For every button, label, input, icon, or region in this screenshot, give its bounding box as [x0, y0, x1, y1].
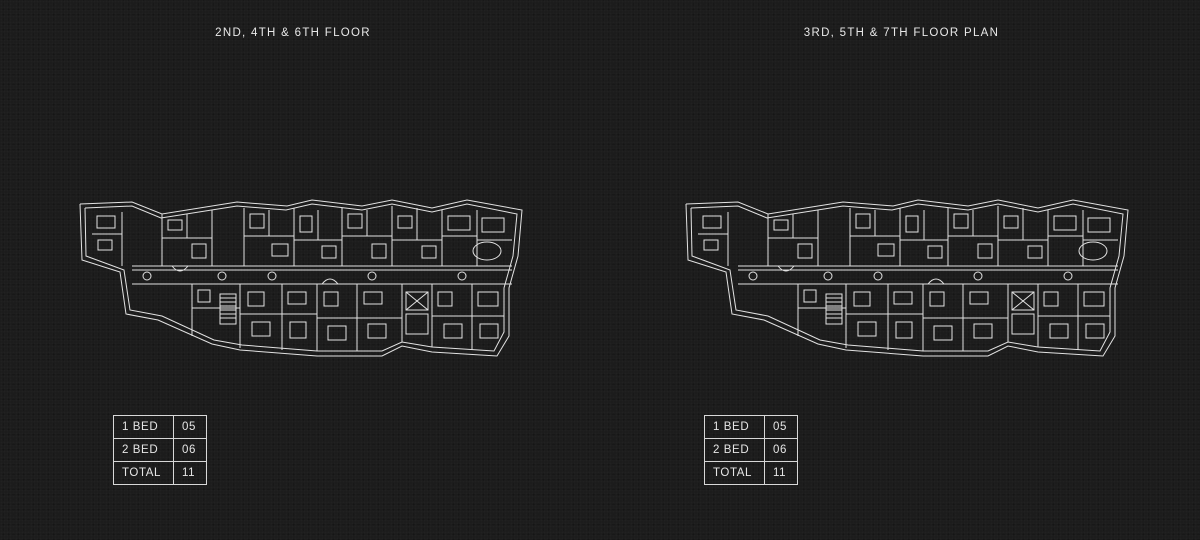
- unit-count-value: 06: [173, 438, 207, 462]
- unit-type-label: 1 BED: [704, 415, 765, 439]
- table-row: TOTAL 11: [113, 461, 207, 485]
- unit-count-value: 06: [764, 438, 798, 462]
- unit-type-label: 2 BED: [113, 438, 174, 462]
- table-row: 1 BED 05: [704, 415, 798, 439]
- unit-count-value: 11: [173, 461, 207, 485]
- table-row: TOTAL 11: [704, 461, 798, 485]
- unit-type-label: 1 BED: [113, 415, 174, 439]
- floor-title: 3RD, 5TH & 7TH FLOOR PLAN: [803, 27, 1000, 39]
- floor-plan-drawing: [72, 196, 524, 362]
- unit-type-label: TOTAL: [704, 461, 765, 485]
- unit-count-table: 1 BED 05 2 BED 06 TOTAL 11: [704, 415, 798, 485]
- unit-type-label: TOTAL: [113, 461, 174, 485]
- floor-plan-drawing: [678, 196, 1130, 362]
- floor-panel-left: 2ND, 4TH & 6TH FLOOR 1 BED 05 2 BED 06 T…: [72, 27, 524, 485]
- unit-count-table: 1 BED 05 2 BED 06 TOTAL 11: [113, 415, 207, 485]
- unit-count-value: 05: [764, 415, 798, 439]
- unit-count-value: 11: [764, 461, 798, 485]
- table-row: 2 BED 06: [704, 438, 798, 462]
- table-row: 2 BED 06: [113, 438, 207, 462]
- floor-title: 2ND, 4TH & 6TH FLOOR: [215, 27, 371, 39]
- unit-count-value: 05: [173, 415, 207, 439]
- floor-panel-right: 3RD, 5TH & 7TH FLOOR PLAN 1 BED 05 2 BED…: [600, 0, 1200, 540]
- table-row: 1 BED 05: [113, 415, 207, 439]
- unit-type-label: 2 BED: [704, 438, 765, 462]
